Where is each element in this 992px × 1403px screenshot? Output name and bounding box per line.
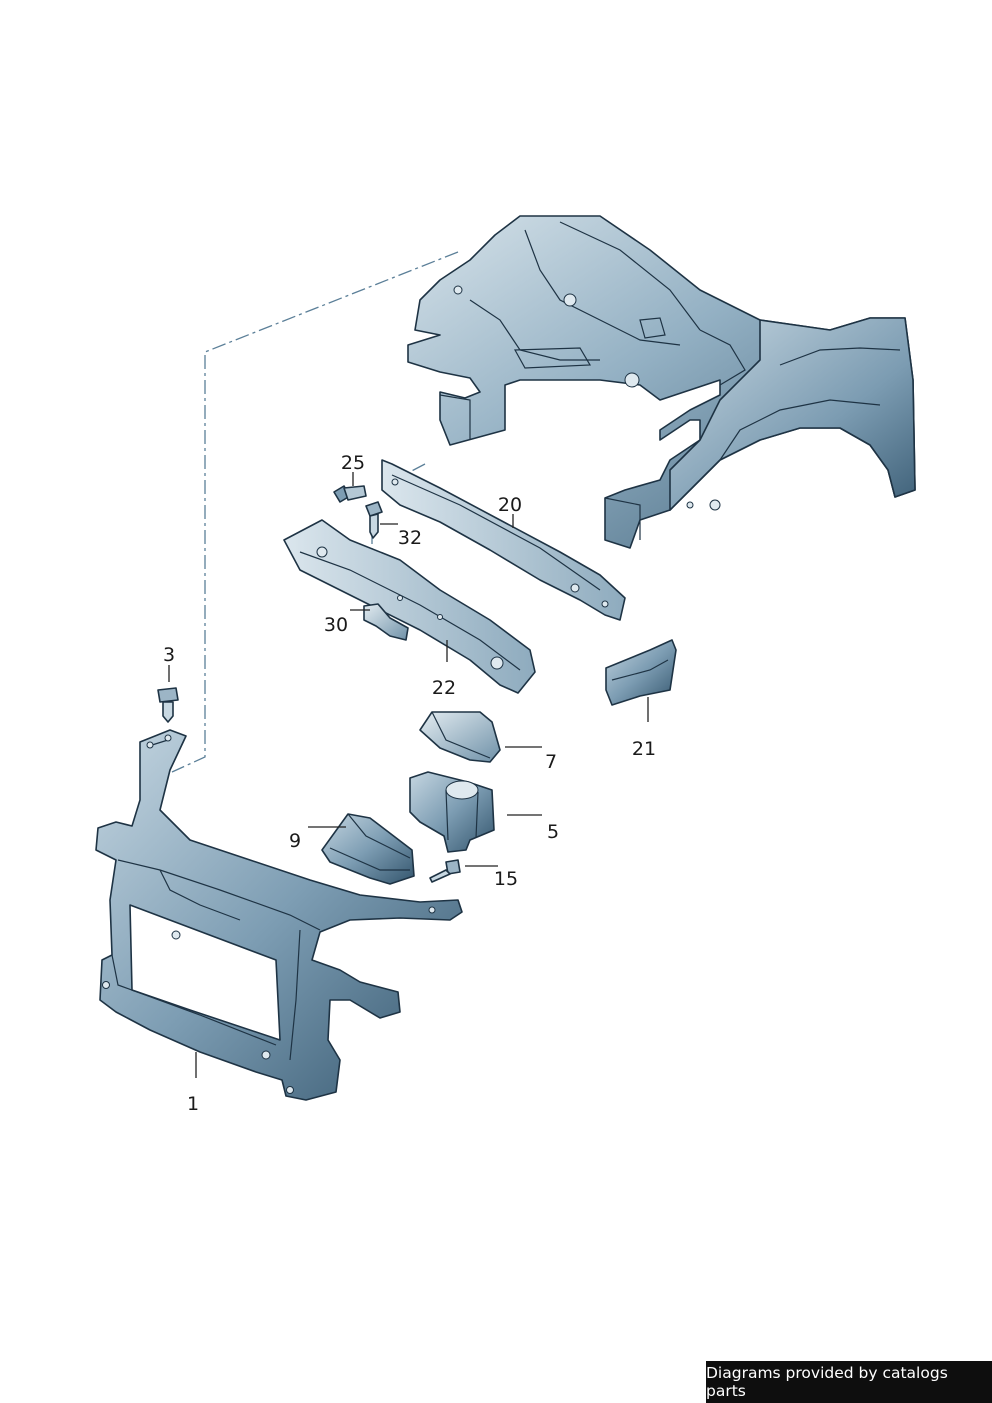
- cross-member-22: [283, 519, 536, 694]
- callout-7: 7: [545, 751, 557, 773]
- callout-21: 21: [632, 738, 656, 760]
- callout-20: 20: [498, 494, 522, 516]
- callout-9: 9: [289, 830, 301, 852]
- air-guide-7: [419, 711, 501, 763]
- callout-1: 1: [187, 1093, 199, 1115]
- callout-5: 5: [547, 821, 559, 843]
- screw-3: [157, 687, 179, 723]
- callout-22: 22: [432, 677, 456, 699]
- air-duct-9: [321, 813, 415, 885]
- callout-32: 32: [398, 527, 422, 549]
- credit-text: Diagrams provided by catalogs parts: [706, 1364, 948, 1400]
- cross-member-20: [381, 459, 626, 621]
- callout-30: 30: [324, 614, 348, 636]
- callout-3: 3: [163, 644, 175, 666]
- bolt-25: [333, 485, 367, 503]
- lock-carrier-1: [95, 729, 463, 1101]
- bracket-21: [605, 639, 677, 706]
- credit-banner: Diagrams provided by catalogs parts: [706, 1361, 992, 1403]
- screw-32: [365, 501, 383, 539]
- callout-25: 25: [341, 452, 365, 474]
- intake-housing-5: [409, 771, 495, 853]
- callout-labels: 25 20 32 30 22 3 21 7 5 9 15 1: [163, 452, 656, 1115]
- bracket-30: [363, 603, 409, 641]
- callout-15: 15: [494, 868, 518, 890]
- front-body-wheelhouse: [407, 215, 916, 549]
- leader-lines: [168, 472, 649, 1078]
- screw-15: [429, 859, 461, 883]
